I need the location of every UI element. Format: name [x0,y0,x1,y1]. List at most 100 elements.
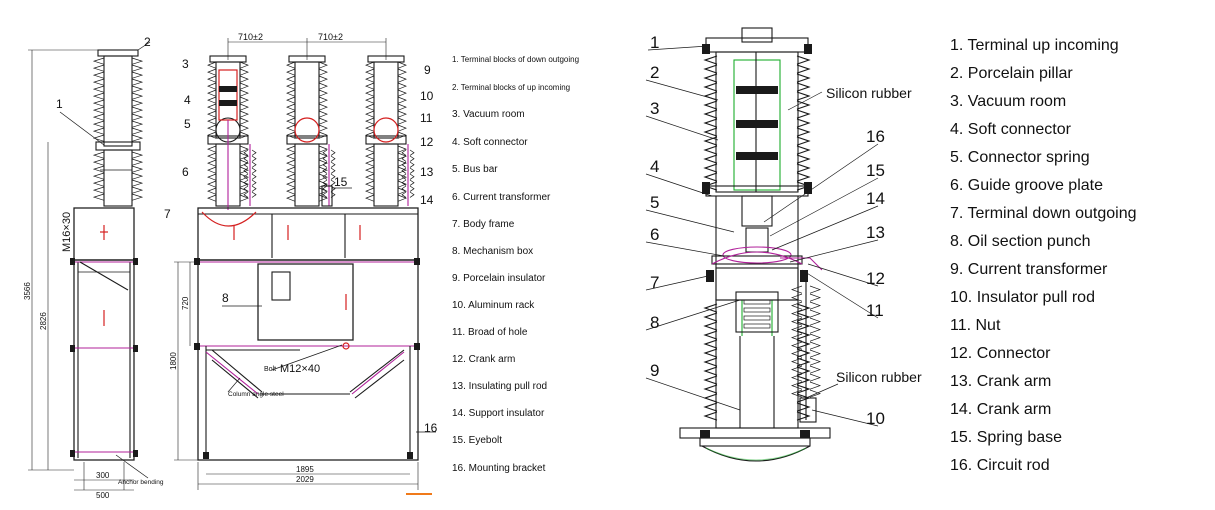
lower-shed [703,330,811,340]
side-shed [92,120,144,128]
right-legend-12: 12. Connector [950,345,1051,362]
pole-shed [207,61,249,69]
r-callout-15: 15 [866,161,885,180]
side-shed [92,106,144,114]
right-legend-10: 10. Insulator pull rod [950,289,1095,306]
callout-13: 13 [420,165,434,179]
front-view [174,38,436,495]
rod-shed [322,167,336,174]
lower-shed [703,339,811,349]
rod-shed [401,191,415,198]
side-shed [92,57,144,65]
upper-shed [703,118,811,128]
r-callout-6: 6 [650,225,659,244]
pole-shed [207,96,249,104]
left-legend-14: 14. Support insulator [452,408,545,419]
pole-shed [365,96,407,104]
rod-shed [790,301,822,310]
pole-shed [286,117,328,125]
rod-shed [243,161,257,168]
pole-shed [207,124,249,132]
callout-11: 11 [420,111,433,125]
side-shed [92,99,144,107]
pole-shed [207,117,249,125]
callout-8: 8 [222,291,229,305]
left-legend-12: 12. Crank arm [452,354,515,365]
bolt-m12: M12×40 [280,363,320,375]
pole-shed [286,75,328,83]
rod-shed [322,149,336,156]
left-dimension-text: 710±2 710±2 3566 2826 M16×30 720 1800 30… [23,32,343,500]
lower-shed [703,393,811,403]
side-shed [92,92,144,100]
rod-shed [243,149,257,156]
rod-shed [243,173,257,180]
pull-rod-insulator [790,285,822,398]
right-legend-16: 16. Circuit rod [950,457,1050,474]
pole-shed [286,103,328,111]
pole-shed [286,152,328,160]
dim-1800: 1800 [169,352,178,370]
pole-shed [365,117,407,125]
right-legend: 1. Terminal up incoming 2. Porcelain pil… [950,37,1137,474]
lower-shed [703,375,811,385]
pole-assembly [645,27,879,462]
r-callout-10: 10 [866,409,885,428]
lower-shed [703,411,811,421]
pole-shed [286,131,328,139]
left-legend-1: 1. Terminal blocks of down outgoing [452,55,579,64]
rod-shed [322,161,336,168]
left-legend-4: 4. Soft connector [452,137,528,148]
rod-shed [243,167,257,174]
r-callout-2: 2 [650,63,659,82]
r-callout-4: 4 [650,157,659,176]
upper-shed [703,145,811,155]
lower-shed [703,312,811,322]
pole-shed [286,187,328,195]
r-callout-11: 11 [866,301,884,320]
pole-shed [286,173,328,181]
rod-shed [401,185,415,192]
pole-shed [365,180,407,188]
pole-shed [207,82,249,90]
pole-shed [365,68,407,76]
dim-2029: 2029 [296,475,314,484]
pole-shed [365,173,407,181]
dim-710-a: 710±2 [238,32,263,42]
side-shed [92,151,144,159]
left-legend-6: 6. Current transformer [452,192,551,203]
right-legend-4: 4. Soft connector [950,121,1072,138]
side-upper-insulator [92,57,144,142]
dim-300: 300 [96,471,110,480]
right-legend-6: 6. Guide groove plate [950,177,1103,194]
callout-7: 7 [164,207,171,221]
right-legend-14: 14. Crank arm [950,401,1051,418]
pole-shed [365,152,407,160]
side-shed [92,127,144,135]
dim-1895: 1895 [296,465,314,474]
r-callout-3: 3 [650,99,659,118]
rod-shed [790,381,822,390]
right-legend-15: 15. Spring base [950,429,1062,446]
callout-14: 14 [420,193,434,207]
pole-shed [207,159,249,167]
rod-shed [790,317,822,326]
left-legend-5: 5. Bus bar [452,164,498,175]
bolt-m16: M16×30 [61,212,73,252]
lower-silicon-sheds [703,303,811,421]
callout-10: 10 [420,89,434,103]
dim-3566: 3566 [23,282,32,300]
upper-shed [703,82,811,92]
pole-shed [286,110,328,118]
left-callouts: 1 2 3 4 5 6 7 8 9 10 11 12 13 14 15 16 [56,35,438,435]
silicon-rubber-top: Silicon rubber [826,85,912,101]
upper-shed [703,64,811,74]
rod-shed [790,341,822,350]
dim-2826: 2826 [39,312,48,330]
rod-shed [243,185,257,192]
left-legend-2: 2. Terminal blocks of up incoming [452,83,570,92]
right-legend-9: 9. Current transformer [950,261,1108,278]
upper-shed [703,136,811,146]
rod-shed [401,149,415,156]
